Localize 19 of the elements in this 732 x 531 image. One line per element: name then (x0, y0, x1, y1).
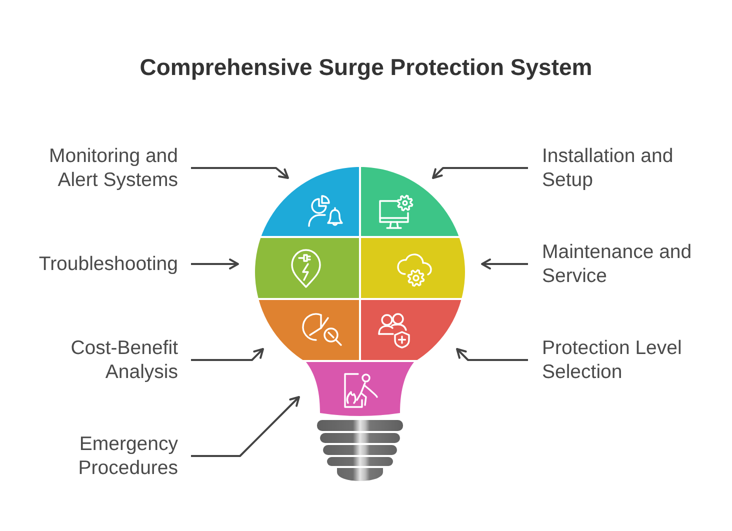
bulb-segment (259, 300, 359, 360)
arrow (432, 167, 528, 179)
bulb-segment (361, 300, 461, 360)
arrow (191, 348, 264, 361)
topic-label: Protection Level Selection (542, 337, 682, 383)
arrow (191, 167, 289, 179)
bulb-segment (361, 238, 465, 298)
topic-label: Troubleshooting (38, 253, 178, 275)
topic-label: Installation and Setup (542, 145, 674, 191)
arrow (481, 258, 528, 270)
arrow (191, 258, 239, 270)
arrow (191, 396, 300, 457)
topic-label: Monitoring and Alert Systems (49, 145, 178, 191)
arrow (456, 348, 528, 361)
topic-label: Cost-Benefit Analysis (70, 337, 178, 383)
bulb-segment (255, 238, 359, 298)
topic-label: Emergency Procedures (78, 433, 178, 479)
title: Comprehensive Surge Protection System (140, 54, 592, 81)
topic-label: Maintenance and Service (542, 241, 692, 287)
